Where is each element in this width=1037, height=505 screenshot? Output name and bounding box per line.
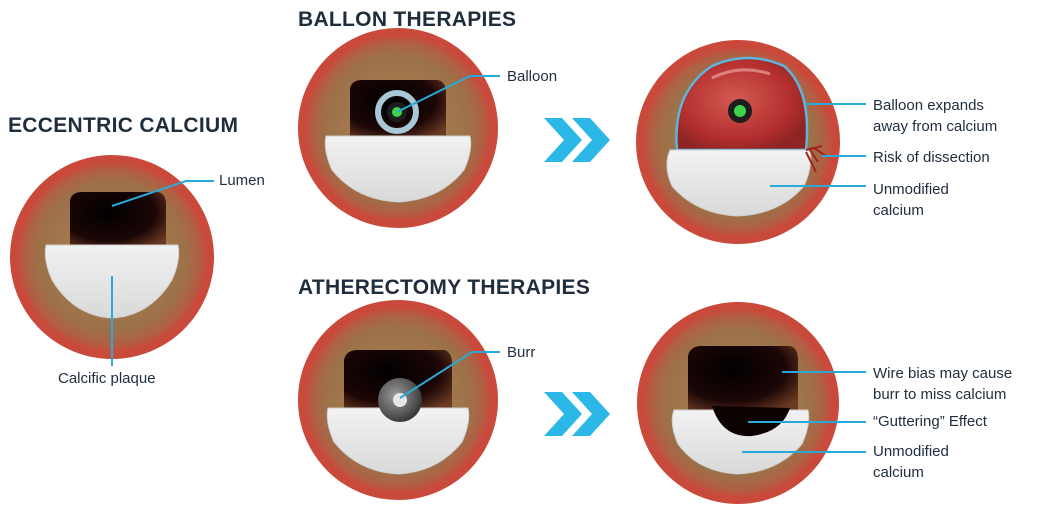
wire-bias-line1: Wire bias may cause — [873, 363, 1012, 384]
unmodified-bottom-line1: Unmodified — [873, 441, 949, 462]
calcific-plaque-label: Calcific plaque — [58, 368, 156, 389]
eccentric-lumen — [70, 192, 166, 250]
balloon-before-vessel — [298, 28, 498, 228]
guttering-effect-label: “Guttering” Effect — [873, 411, 987, 432]
chevron-right-icon — [544, 392, 610, 436]
wire-bias-label: Wire bias may cause burr to miss calcium — [873, 363, 1012, 405]
chevron-right-icon — [544, 118, 610, 162]
balloon-after-vessel — [636, 40, 840, 244]
balloon-expands-line1: Balloon expands — [873, 95, 997, 116]
balloon-expands-label: Balloon expands away from calcium — [873, 95, 997, 137]
burr-label: Burr — [507, 342, 535, 363]
atherectomy-before-vessel — [298, 300, 498, 500]
lumen-label: Lumen — [219, 170, 265, 191]
unmodified-calcium-label-top: Unmodified calcium — [873, 179, 949, 221]
unmodified-top-line1: Unmodified — [873, 179, 949, 200]
atherectomy-after-vessel — [637, 302, 839, 504]
unmodified-calcium-label-bottom: Unmodified calcium — [873, 441, 949, 483]
unmodified-bottom-line2: calcium — [873, 462, 949, 483]
risk-of-dissection-label: Risk of dissection — [873, 147, 990, 168]
balloon-expands-line2: away from calcium — [873, 116, 997, 137]
unmodified-top-line2: calcium — [873, 200, 949, 221]
wire-bias-line2: burr to miss calcium — [873, 384, 1012, 405]
balloon-label: Balloon — [507, 66, 557, 87]
